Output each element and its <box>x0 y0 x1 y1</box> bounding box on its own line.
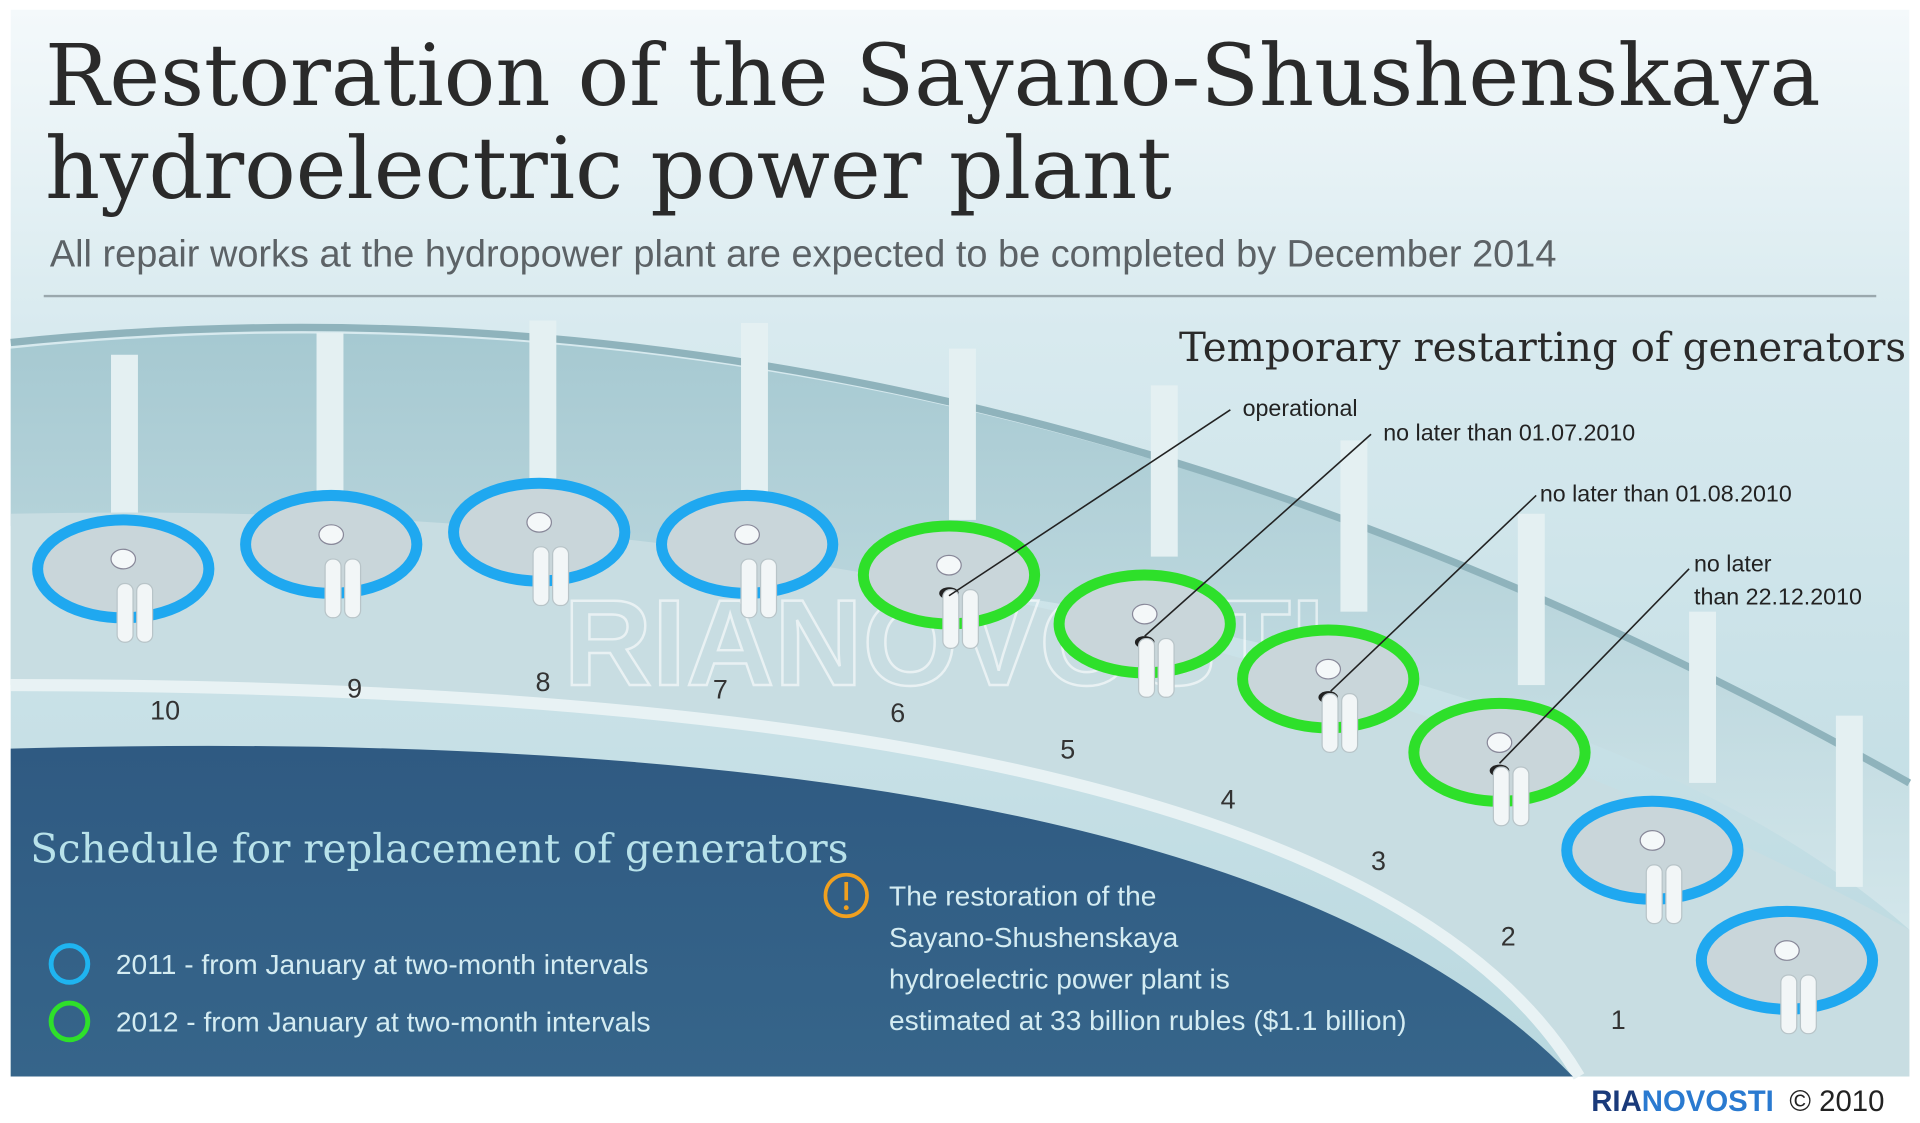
gas-tank <box>942 589 960 649</box>
leader-line-4 <box>1330 494 1537 692</box>
generator-hub <box>936 554 962 576</box>
title-line-2: hydroelectric power plant <box>45 120 1172 219</box>
hall-pillar <box>741 322 768 495</box>
hall-pillar <box>529 320 557 492</box>
generator-hub <box>1315 658 1342 680</box>
subtitle: All repair works at the hydropower plant… <box>50 234 1557 276</box>
hall-floor <box>10 512 1910 1077</box>
gas-tank <box>136 582 154 643</box>
hall-pillar <box>1689 611 1717 783</box>
gas-tank <box>1780 974 1798 1035</box>
gas-tank <box>1665 864 1683 925</box>
hall-pillar <box>1340 440 1368 612</box>
generator-9: 9 <box>240 489 423 703</box>
generator-4: 4 <box>1221 624 1420 815</box>
note-line-2: Sayano-Shushenskaya <box>889 922 1179 953</box>
note-line-4: estimated at 33 billion rubles ($1.1 bil… <box>889 1005 1406 1036</box>
gas-tank <box>1341 693 1359 753</box>
brand-ria: RIA <box>1591 1085 1642 1118</box>
gas-tank <box>740 558 758 619</box>
hall-pillar <box>111 354 138 527</box>
generator-hub <box>526 511 553 533</box>
turbine-hall-wall <box>10 333 1910 930</box>
hall-pillar <box>1835 715 1863 887</box>
generator-8: 8 <box>448 477 631 697</box>
leader-line-6 <box>948 409 1231 597</box>
leader-line-5 <box>1144 433 1372 637</box>
note-line-3: hydroelectric power plant is <box>889 963 1230 994</box>
gas-tank <box>1512 766 1530 827</box>
legend-2012: 2012 - from January at two-month interva… <box>116 1006 651 1037</box>
generator-number: 7 <box>713 675 728 705</box>
hall-pillar <box>316 332 344 505</box>
generator-number: 3 <box>1371 846 1386 876</box>
note-line-1: The restoration of the <box>889 880 1156 911</box>
generator-hub <box>734 524 760 545</box>
label-operational: operational <box>1243 395 1358 421</box>
gas-tank <box>344 558 362 619</box>
gas-tank <box>961 589 979 649</box>
generator-number: 6 <box>890 698 905 728</box>
gas-tank <box>552 546 570 607</box>
footer-copyright: © 2010 <box>1789 1085 1884 1118</box>
generator-7: 7 <box>656 489 839 705</box>
generator-hub <box>1774 940 1800 961</box>
gas-tank <box>324 558 342 619</box>
generator-5: 5 <box>1053 569 1236 764</box>
brand-novosti: NOVOSTI <box>1642 1085 1774 1118</box>
hall-pillar <box>1150 385 1178 557</box>
reservoir-water <box>10 745 1573 1077</box>
label-no-later: no later <box>1694 550 1772 576</box>
gas-tank <box>1799 974 1817 1035</box>
generator-hub <box>1486 732 1513 753</box>
generator-number: 10 <box>150 695 180 725</box>
generator-hub <box>1639 830 1666 851</box>
legend-2011: 2011 - from January at two-month interva… <box>116 949 649 980</box>
generator-hub <box>1131 603 1158 625</box>
generators: 10 9 8 7 6 5 4 3 2 1 <box>32 477 1879 1035</box>
generator-3: 3 <box>1371 697 1591 876</box>
gas-tank <box>1645 864 1663 925</box>
generator-2: 2 <box>1501 795 1744 952</box>
hall-pillar <box>948 348 976 520</box>
footer-brand: RIANOVOSTI <box>1591 1085 1774 1118</box>
schedule-heading: Schedule for replacement of generators <box>30 825 848 872</box>
generator-number: 1 <box>1611 1005 1626 1035</box>
title-line-1: Restoration of the Sayano-Shushenskaya <box>45 27 1821 126</box>
label-01-07-2010: no later than 01.07.2010 <box>1383 419 1635 445</box>
generator-hub <box>110 548 137 570</box>
label-22-12-2010: than 22.12.2010 <box>1694 583 1862 609</box>
gas-tank <box>116 582 134 643</box>
exclamation-icon <box>823 872 869 919</box>
generator-number: 5 <box>1060 734 1075 764</box>
floor-edge <box>10 678 1585 1080</box>
gas-tank <box>532 546 550 607</box>
hall-pillar <box>1517 513 1545 686</box>
leader-lines <box>948 409 1690 764</box>
gas-tank <box>759 558 778 619</box>
generator-10: 10 <box>32 514 215 725</box>
hall-pillars <box>111 320 1863 887</box>
gas-tank <box>1492 766 1510 827</box>
gas-tank <box>1321 693 1339 753</box>
generator-hub <box>318 524 345 545</box>
legend-green-ring-icon <box>48 1000 91 1043</box>
gas-tank <box>1137 637 1156 698</box>
generator-number: 2 <box>1501 922 1516 952</box>
label-01-08-2010: no later than 01.08.2010 <box>1540 481 1792 507</box>
gas-tank <box>1157 637 1175 698</box>
generator-number: 9 <box>347 673 362 703</box>
generator-6: 6 <box>857 520 1041 728</box>
leader-line-3 <box>1498 568 1690 764</box>
generator-1: 1 <box>1611 905 1879 1035</box>
generator-number: 8 <box>536 667 551 697</box>
restart-heading: Temporary restarting of generators <box>1179 324 1906 371</box>
generator-number: 4 <box>1221 785 1236 815</box>
legend-blue-ring-icon <box>48 943 91 985</box>
